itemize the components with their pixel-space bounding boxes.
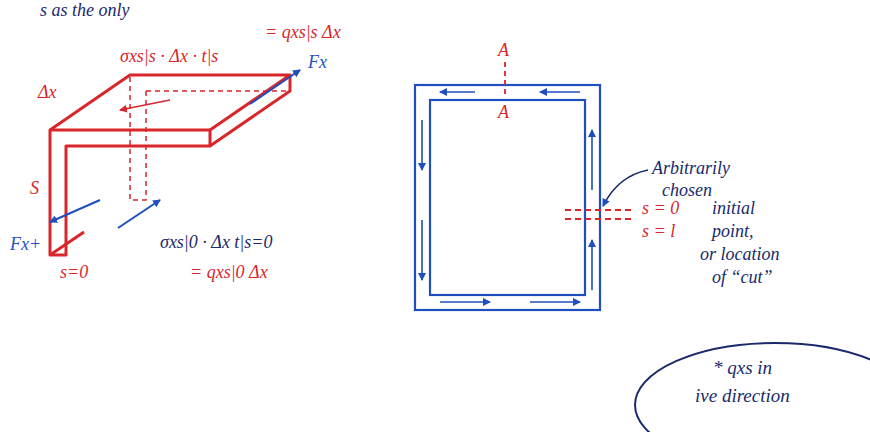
shear-flow-arrows	[422, 92, 592, 302]
coordinate-label: s = 0	[642, 198, 679, 218]
section-mark: A	[498, 40, 509, 60]
leader-line	[603, 170, 648, 206]
cut-line	[565, 218, 634, 220]
cross-section	[415, 85, 600, 310]
force-label: Fx	[308, 52, 327, 72]
annotation: point,	[712, 221, 754, 241]
note-ellipse: * qxs in ive direction	[625, 335, 870, 432]
section-line	[504, 62, 506, 98]
force-label: Fx+	[10, 234, 41, 254]
shear-arrow	[118, 200, 160, 228]
shear-flow-label: = qxs|s Δx	[265, 22, 341, 42]
shear-arrow	[120, 100, 170, 110]
stress-label: σxs|0 · Δx t|s=0	[160, 232, 272, 252]
annotation: of “cut”	[712, 267, 773, 287]
cut-line	[565, 209, 634, 211]
note-text: * qxs in	[713, 357, 772, 379]
coordinate-label: s = l	[642, 221, 675, 241]
annotation: Arbitrarily	[652, 158, 730, 178]
annotation: or location	[700, 244, 780, 264]
stress-label: σxs|s · Δx · t|s	[120, 46, 218, 66]
force-arrow	[50, 200, 100, 222]
annotation: initial	[712, 198, 755, 218]
note-text: s as the only	[40, 0, 130, 20]
section-mark: A	[498, 102, 509, 122]
ellipse-outline	[625, 335, 870, 432]
note-text: ive direction	[695, 385, 790, 407]
force-arrow	[250, 70, 300, 104]
coordinate-label: S	[30, 178, 39, 198]
annotation: chosen	[662, 180, 712, 200]
coordinate-label: s=0	[60, 262, 88, 282]
shear-flow-label: = qxs|0 Δx	[190, 262, 268, 282]
dimension-label: Δx	[38, 82, 57, 102]
